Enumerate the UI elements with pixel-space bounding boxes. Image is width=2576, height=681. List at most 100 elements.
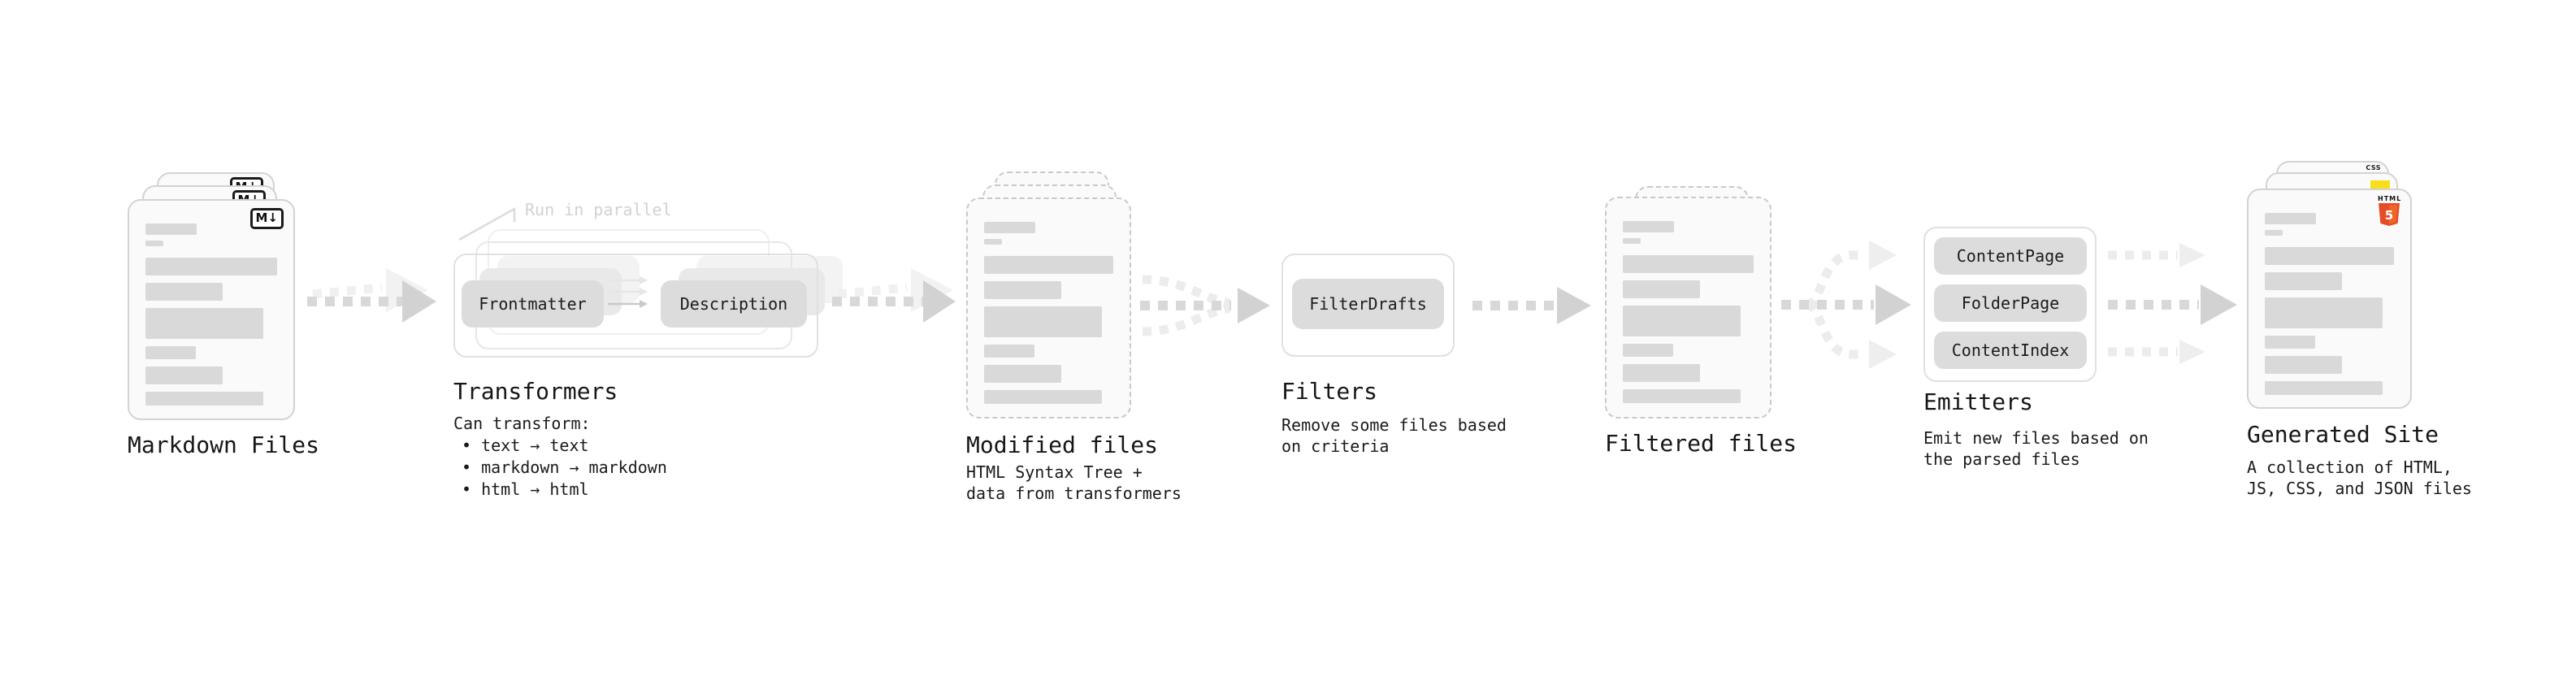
doc-text-line <box>145 283 223 301</box>
description-line: JS, CSS, and JSON files <box>2247 479 2472 498</box>
stage-label-generated-site: Generated Site <box>2247 421 2439 448</box>
arrow-head <box>402 280 436 323</box>
mini-arrow-head <box>640 276 648 284</box>
filters-card <box>1281 254 1455 357</box>
filtered-doc-front <box>1605 197 1772 419</box>
doc-text-line <box>1623 221 1674 232</box>
arrow-head <box>923 280 956 323</box>
description-line: on criteria <box>1281 436 1390 456</box>
frontmatter-pill: Frontmatter <box>462 280 604 327</box>
doc-text-line <box>145 241 163 246</box>
filterdrafts-pill: FilterDrafts <box>1292 279 1444 329</box>
contentindex-pill: ContentIndex <box>1934 332 2087 369</box>
doc-text-line <box>984 390 1102 404</box>
flow-arrow-filters-to-filtered <box>1472 287 1591 324</box>
doc-text-line <box>984 222 1035 233</box>
fanout-head-bottom <box>1869 340 1897 369</box>
description-line: Emit new files based on <box>1923 428 2149 448</box>
flow-arrow-filtered-to-emitters <box>1781 241 1911 369</box>
description-line: the parsed files <box>1923 449 2080 469</box>
flow-arrow-transformers-to-modified <box>832 268 956 323</box>
doc-text-line <box>984 256 1113 274</box>
html5-logo-icon: HTML 5 <box>2378 195 2400 229</box>
js-logo-icon <box>2370 180 2390 189</box>
doc-text-line <box>2265 381 2383 395</box>
html5-shield: 5 <box>2379 202 2400 226</box>
merge-curve-top <box>1142 275 1231 308</box>
description-line: Can transform: <box>453 414 591 433</box>
emitters-description: Emit new files based on the parsed files <box>1923 427 2149 470</box>
arrow-head <box>1557 287 1591 324</box>
run-in-parallel-annotation: Run in parallel <box>525 200 672 219</box>
css-logo-text: CSS <box>2366 164 2381 171</box>
doc-text-line <box>2265 297 2383 328</box>
doc-text-line <box>2265 336 2315 349</box>
doc-text-lines <box>984 222 1113 404</box>
description-line: A collection of HTML, <box>2247 458 2452 477</box>
fanout-curve-top <box>1806 250 1866 310</box>
doc-text-lines <box>1623 221 1754 403</box>
doc-text-line <box>1623 344 1673 357</box>
arrow-head-faint <box>2179 340 2205 364</box>
doc-text-line <box>1623 306 1741 336</box>
stage-label-filters: Filters <box>1281 378 1378 405</box>
stage-label-emitters: Emitters <box>1923 388 2033 415</box>
doc-text-line <box>984 239 1002 245</box>
html5-logo-text: HTML <box>2378 195 2402 202</box>
doc-text-line <box>984 306 1102 337</box>
fanout-curve-bottom <box>1806 300 1866 359</box>
description-pill: Description <box>661 280 807 327</box>
mini-arrow-head <box>640 288 648 296</box>
doc-text-line <box>145 223 197 235</box>
generated-doc-html: HTML 5 <box>2247 189 2412 409</box>
flow-arrow-modified-to-filters <box>1140 275 1270 336</box>
description-bullet: • markdown → markdown <box>462 458 667 477</box>
html5-logo-number: 5 <box>2385 208 2393 223</box>
doc-text-line <box>2265 272 2342 290</box>
doc-text-line <box>145 367 223 384</box>
doc-text-line <box>1623 255 1754 273</box>
description-bullet: • text → text <box>462 436 589 455</box>
modified-doc-front <box>966 197 1131 419</box>
doc-text-line <box>1623 238 1641 244</box>
transformers-description: Can transform: • text → text • markdown … <box>453 413 667 501</box>
doc-text-line <box>2265 356 2342 374</box>
flow-arrow-markdown-to-transformers <box>307 268 436 323</box>
description-line: Remove some files based <box>1281 415 1507 435</box>
description-line: HTML Syntax Tree + <box>966 462 1143 482</box>
description-bullet: • html → html <box>462 479 589 499</box>
modified-description: HTML Syntax Tree + data from transformer… <box>966 462 1182 504</box>
transform-mini-arrows <box>608 276 648 308</box>
description-line: data from transformers <box>966 484 1182 503</box>
mini-arrow-head <box>640 300 648 308</box>
doc-text-line <box>984 345 1034 358</box>
emitters-card <box>1923 227 2097 382</box>
arrow-head <box>2201 284 2237 325</box>
doc-text-line <box>2265 213 2316 224</box>
arrow-head-faint <box>2179 243 2205 267</box>
transformer-card-front <box>453 254 818 358</box>
doc-text-line <box>984 365 1061 383</box>
doc-text-line <box>1623 389 1741 403</box>
doc-text-lines <box>145 223 277 406</box>
doc-text-line <box>145 346 196 359</box>
stage-label-markdown-files: Markdown Files <box>128 432 320 458</box>
merge-curve-bottom <box>1142 303 1231 336</box>
doc-text-line <box>984 281 1061 299</box>
ghost-arrow-line <box>312 283 383 299</box>
doc-text-lines <box>2265 213 2394 395</box>
fanout-head-top <box>1869 241 1897 270</box>
folderpage-pill: FolderPage <box>1934 284 2087 322</box>
doc-text-line <box>1623 280 1700 298</box>
contentpage-pill: ContentPage <box>1934 237 2087 275</box>
markdown-logo-icon: M↓ <box>249 208 284 229</box>
stage-label-transformers: Transformers <box>453 378 618 405</box>
leader-polyline <box>458 206 516 241</box>
doc-text-line <box>145 258 277 275</box>
doc-text-line <box>2265 230 2283 236</box>
stage-label-modified-files: Modified files <box>966 432 1159 458</box>
flow-arrows-emitters-to-generated <box>2108 243 2237 364</box>
doc-text-line <box>145 308 263 339</box>
arrow-head <box>1876 284 1911 325</box>
